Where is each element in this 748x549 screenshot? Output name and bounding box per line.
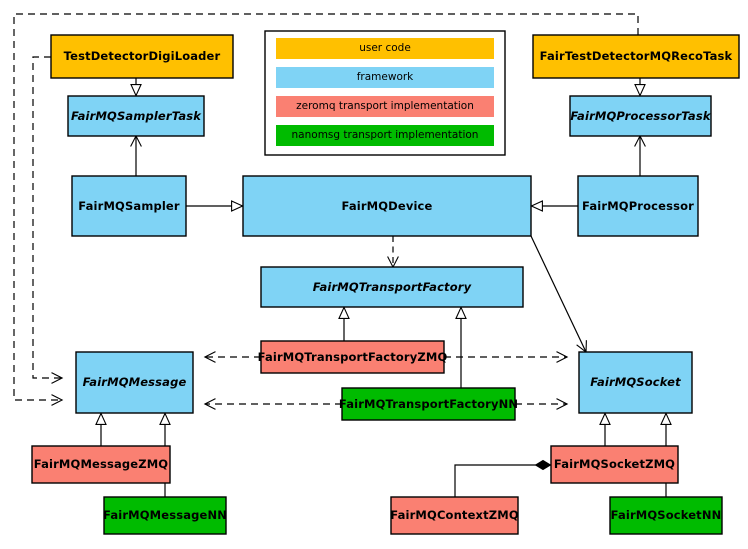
class-label-fairmqprocessortask: FairMQProcessorTask (570, 108, 711, 123)
class-label-fairmqtransportfactorynn: FairMQTransportFactoryNN (338, 396, 519, 411)
class-box-fairmqprocessortask[interactable] (569, 95, 712, 137)
class-box-fairmqtransportfactory[interactable] (260, 266, 524, 308)
class-label-fairmqdevice: FairMQDevice (341, 198, 433, 213)
class-label-fairmqsampler: FairMQSampler (78, 198, 180, 213)
class-label-fairmqcontextzmq: FairMQContextZMQ (390, 508, 519, 523)
edge-device-to-socket (530, 235, 587, 354)
class-box-fairmqtransportfactoryzmq[interactable] (260, 340, 445, 374)
class-box-fairmqdevice[interactable] (242, 175, 532, 237)
legend-layer (264, 30, 506, 156)
class-box-testdetectordigiloader[interactable] (50, 34, 234, 79)
legend-label-user_code: user code (359, 41, 411, 54)
legend-swatch-framework (276, 67, 494, 88)
class-box-fairmqprocessor[interactable] (577, 175, 699, 237)
legend-swatch-user_code (276, 38, 494, 59)
class-label-fairmqmessagezmq: FairMQMessageZMQ (33, 457, 169, 472)
legend-swatch-nanomsg (276, 125, 494, 146)
class-box-fairmqsampler[interactable] (71, 175, 187, 237)
class-label-fairmqmessage: FairMQMessage (82, 375, 187, 390)
class-box-fairtestdetectormqrecotask[interactable] (532, 34, 740, 79)
class-box-fairmqsamplertask[interactable] (67, 95, 205, 137)
class-label-testdetectordigiloader: TestDetectorDigiLoader (63, 49, 221, 64)
class-label-fairmqmessagenn: FairMQMessageNN (103, 508, 227, 523)
edge-recotask-to-message (13, 13, 639, 406)
class-box-fairmqmessage[interactable] (75, 351, 194, 414)
legend-label-nanomsg: nanomsg transport implementation (291, 128, 479, 141)
legend-swatch-zeromq (276, 96, 494, 117)
class-box-fairmqmessagezmq[interactable] (31, 445, 171, 484)
edge-contextzmq-to-socketzmq (454, 459, 552, 497)
class-box-fairmqmessagenn[interactable] (103, 496, 227, 535)
class-label-fairmqprocessor: FairMQProcessor (582, 198, 694, 213)
class-box-fairmqsocketnn[interactable] (609, 496, 723, 535)
class-label-fairmqtransportfactoryzmq: FairMQTransportFactoryZMQ (257, 349, 448, 364)
class-label-fairtestdetectormqrecotask: FairTestDetectorMQRecoTask (539, 49, 733, 64)
class-label-fairmqsocketnn: FairMQSocketNN (610, 508, 722, 523)
edge-digiloader-to-message (32, 56, 64, 384)
class-box-fairmqsocket[interactable] (578, 351, 693, 414)
class-label-fairmqsamplertask: FairMQSamplerTask (70, 108, 202, 123)
class-label-fairmqsocket: FairMQSocket (590, 375, 681, 390)
nodes-layer (31, 34, 740, 535)
class-label-fairmqtransportfactory: FairMQTransportFactory (312, 279, 472, 294)
class-box-fairmqtransportfactorynn[interactable] (341, 387, 516, 421)
class-label-fairmqsocketzmq: FairMQSocketZMQ (553, 457, 676, 472)
class-box-fairmqcontextzmq[interactable] (390, 496, 519, 535)
legend-label-zeromq: zeromq transport implementation (296, 99, 474, 112)
legend-label-framework: framework (356, 70, 414, 83)
class-box-fairmqsocketzmq[interactable] (550, 445, 679, 484)
